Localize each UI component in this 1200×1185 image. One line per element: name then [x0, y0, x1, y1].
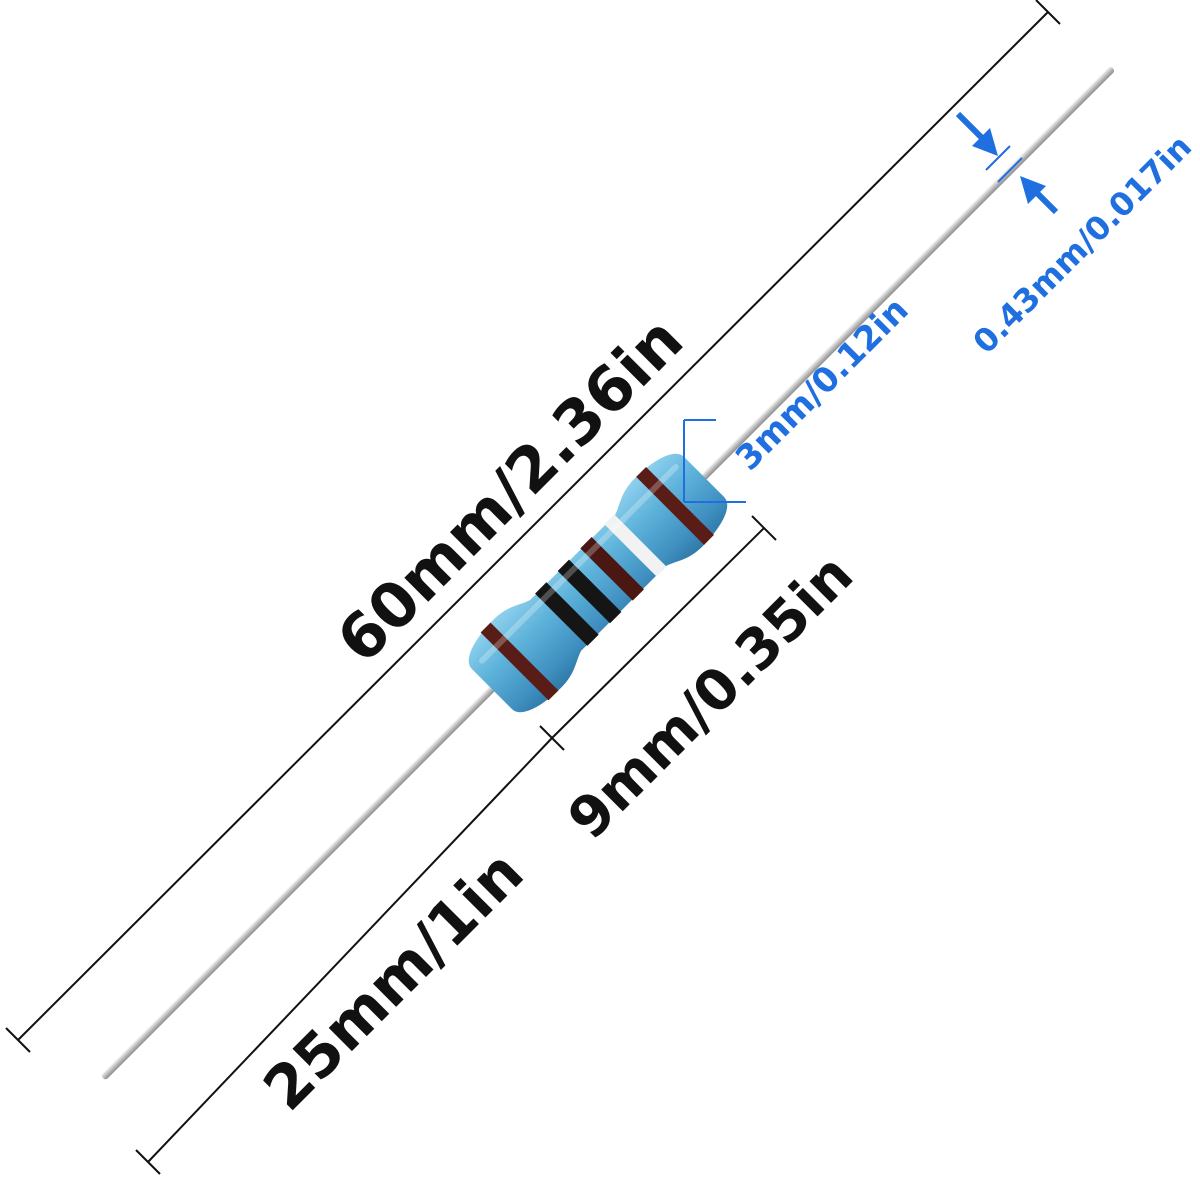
body-length-tick-end	[751, 515, 777, 541]
overall-length-line	[17, 11, 1049, 1041]
overall-length-tick-end	[1035, 0, 1061, 25]
lead-diameter-dimension: 0.43mm/0.017in	[955, 111, 1199, 361]
lead-length-label: 25mm/1in	[250, 837, 537, 1124]
lead-diameter-label: 0.43mm/0.017in	[965, 127, 1199, 361]
lead-diameter-ext-top	[985, 145, 1011, 171]
lead-length-tick-start	[135, 1149, 161, 1175]
lead-diameter-ext-bottom	[997, 157, 1023, 183]
resistor-body-highlight	[479, 464, 679, 664]
resistor-body	[468, 453, 728, 713]
resistor-band-2-black	[535, 582, 599, 646]
lead-length-line	[147, 737, 553, 1163]
body-diameter-dimension: 3mm/0.12in	[683, 290, 917, 503]
resistor-band-6-brown	[636, 467, 714, 545]
body-diameter-label: 3mm/0.12in	[728, 290, 917, 479]
resistor-band-5-silver	[604, 514, 667, 577]
resistor-lead-left	[101, 624, 557, 1080]
resistor-lead-right	[639, 66, 1115, 542]
overall-length-tick-start	[5, 1027, 31, 1053]
resistor	[101, 66, 1115, 1080]
resistor-band-1-brown	[480, 622, 559, 701]
lead-diameter-arrow-top-head	[972, 128, 998, 156]
overall-length-dimension: 60mm/2.36in	[5, 0, 1061, 1053]
body-length-line	[551, 527, 765, 739]
lead-diameter-arrow-bottom-shaft	[1033, 189, 1059, 215]
lead-diameter-arrow-bottom-head	[1020, 176, 1046, 204]
lead-length-dimension: 25mm/1in	[135, 725, 565, 1175]
resistor-band-3-black	[557, 559, 622, 624]
resistor-band-4-brown	[580, 537, 644, 601]
lead-diameter-arrow-top-shaft	[955, 111, 985, 141]
